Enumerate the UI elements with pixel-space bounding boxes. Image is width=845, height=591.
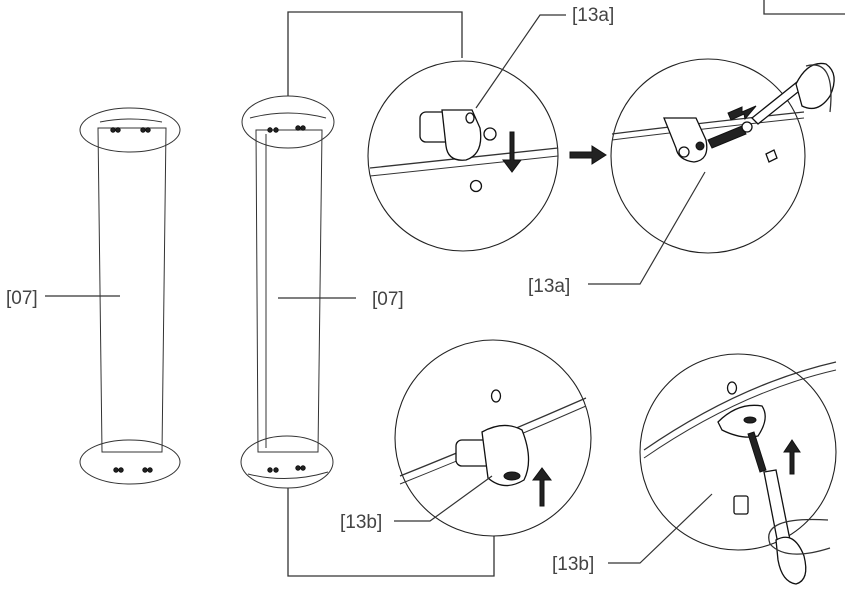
leader-13b-left: [394, 475, 493, 522]
arrow-up-icon-2: [783, 439, 801, 475]
leader-13a-top: [475, 14, 566, 109]
label-13a-top: [13a]: [572, 5, 614, 26]
rotate-arrow-icon: [805, 64, 832, 113]
arrow-right-icon: [569, 145, 607, 165]
detail-circle-bottom-1: [394, 339, 592, 537]
rotate-arrow-icon-2: [768, 518, 831, 555]
label-13a-bottom: [13a]: [528, 276, 570, 297]
hinge-screws-top-right: [267, 125, 306, 133]
screw-bottom: [747, 431, 767, 473]
clip-13b-fixed: [717, 404, 766, 438]
panel-left-top-callout: [79, 107, 181, 153]
arrow-down-icon: [502, 131, 522, 173]
panel-left: [79, 107, 181, 485]
hinge-screws-bottom-right: [267, 465, 306, 473]
label-panel-right: [07]: [372, 289, 404, 310]
label-13b-right: [13b]: [552, 554, 594, 575]
hinge-screws-bottom-left: [113, 467, 153, 473]
connector-bottom: [287, 488, 495, 577]
panel-right-bottom-callout: [240, 435, 334, 489]
label-panel-left: [07]: [6, 288, 38, 309]
connector-top: [287, 11, 463, 96]
clip-13b: [481, 424, 530, 487]
panel-right: [240, 95, 335, 489]
detail-circle-bottom-2: [639, 353, 837, 585]
detail-circle-top-2: [610, 58, 835, 254]
hinge-screws-top-left: [110, 127, 151, 133]
frame-corner: [763, 0, 845, 15]
panel-left-bottom-callout: [79, 439, 181, 485]
detail-circle-top-1: [367, 60, 559, 252]
panel-right-top-callout: [241, 95, 335, 149]
leader-13a-bottom: [588, 171, 706, 285]
screw-top: [707, 125, 747, 149]
clip-13a: [441, 109, 482, 161]
arrow-up-icon: [532, 467, 552, 507]
clip-13a-fixed: [663, 117, 708, 163]
arrow-left-icon: [727, 105, 757, 121]
label-13b-left: [13b]: [340, 512, 382, 533]
leader-13b-right: [608, 493, 713, 564]
